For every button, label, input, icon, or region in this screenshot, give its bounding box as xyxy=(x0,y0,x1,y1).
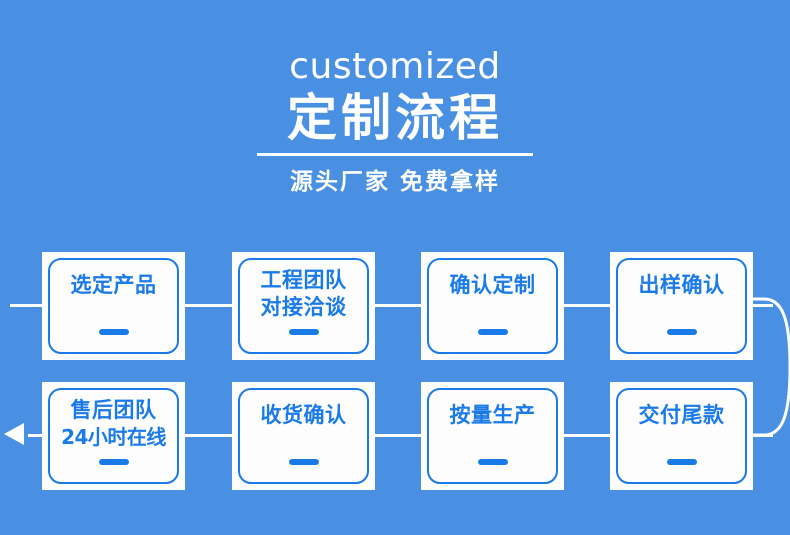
connector-r2-exit xyxy=(28,434,44,437)
flow-arrow-left-icon xyxy=(4,423,24,445)
flow-step-production[interactable]: 按量生产 xyxy=(421,382,564,490)
flow-step-underline xyxy=(288,329,319,335)
flow-step-final-payment[interactable]: 交付尾款 xyxy=(610,382,753,490)
page-title: 定制流程 xyxy=(287,89,503,147)
header-divider xyxy=(257,153,533,156)
flow-step-underline xyxy=(98,329,129,335)
flow-step-underline xyxy=(477,329,508,335)
flow-step-underline xyxy=(98,459,129,465)
flow-row-2: 售后团队 24小时在线 收货确认 按量生产 交付尾款 xyxy=(0,382,790,490)
flow-step-label-line2: 对接洽谈 xyxy=(260,295,347,319)
flow-step-underline xyxy=(666,329,697,335)
connector-r2-arc-step4 xyxy=(751,434,773,437)
flow-step-card: 出样确认 xyxy=(616,258,747,354)
flow-step-card: 确认定制 xyxy=(427,258,558,354)
flow-step-label: 交付尾款 xyxy=(638,403,725,427)
flow-step-underline xyxy=(666,459,697,465)
flow-step-underline xyxy=(288,459,319,465)
flow-step-label: 选定产品 xyxy=(70,273,157,297)
flow-step-card: 工程团队 对接洽谈 xyxy=(238,258,369,354)
flow-step-card: 交付尾款 xyxy=(616,388,747,484)
flow-step-after-sales-team[interactable]: 售后团队 24小时在线 xyxy=(42,382,185,490)
flow-step-label: 收货确认 xyxy=(260,403,347,427)
flow-step-card: 按量生产 xyxy=(427,388,558,484)
flow-step-label-line2: 24小时在线 xyxy=(61,425,166,449)
flow-step-card: 收货确认 xyxy=(238,388,369,484)
flow-step-label: 出样确认 xyxy=(638,273,725,297)
flow-step-sample-confirmation[interactable]: 出样确认 xyxy=(610,252,753,360)
flow-step-receipt-confirmation[interactable]: 收货确认 xyxy=(232,382,375,490)
connector-r2-step2-step3 xyxy=(373,434,423,437)
connector-r2-step3-step4 xyxy=(562,434,612,437)
flow-row-1: 选定产品 工程团队 对接洽谈 确认定制 出样确认 xyxy=(0,252,790,360)
connector-r2-step1-step2 xyxy=(183,434,234,437)
connector-r1-step4-arc xyxy=(751,304,773,307)
flow-step-label-line1: 售后团队 xyxy=(70,398,157,422)
connector-entry xyxy=(10,304,44,307)
connector-r1-step3-step4 xyxy=(562,304,612,307)
header-english-title: customized xyxy=(289,46,501,87)
flow-step-card: 售后团队 24小时在线 xyxy=(48,388,179,484)
connector-r1-step1-step2 xyxy=(183,304,234,307)
flow-step-select-product[interactable]: 选定产品 xyxy=(42,252,185,360)
page-header: customized 定制流程 源头厂家 免费拿样 xyxy=(0,46,790,197)
flow-step-engineering-team[interactable]: 工程团队 对接洽谈 xyxy=(232,252,375,360)
header-subtitle: 源头厂家 免费拿样 xyxy=(289,169,500,195)
flow-step-label: 按量生产 xyxy=(449,403,536,427)
flow-step-confirm-customization[interactable]: 确认定制 xyxy=(421,252,564,360)
connector-r1-step2-step3 xyxy=(373,304,423,307)
flow-step-underline xyxy=(477,459,508,465)
flow-step-card: 选定产品 xyxy=(48,258,179,354)
flow-step-label-line1: 工程团队 xyxy=(260,268,347,292)
flow-step-label: 确认定制 xyxy=(449,273,536,297)
